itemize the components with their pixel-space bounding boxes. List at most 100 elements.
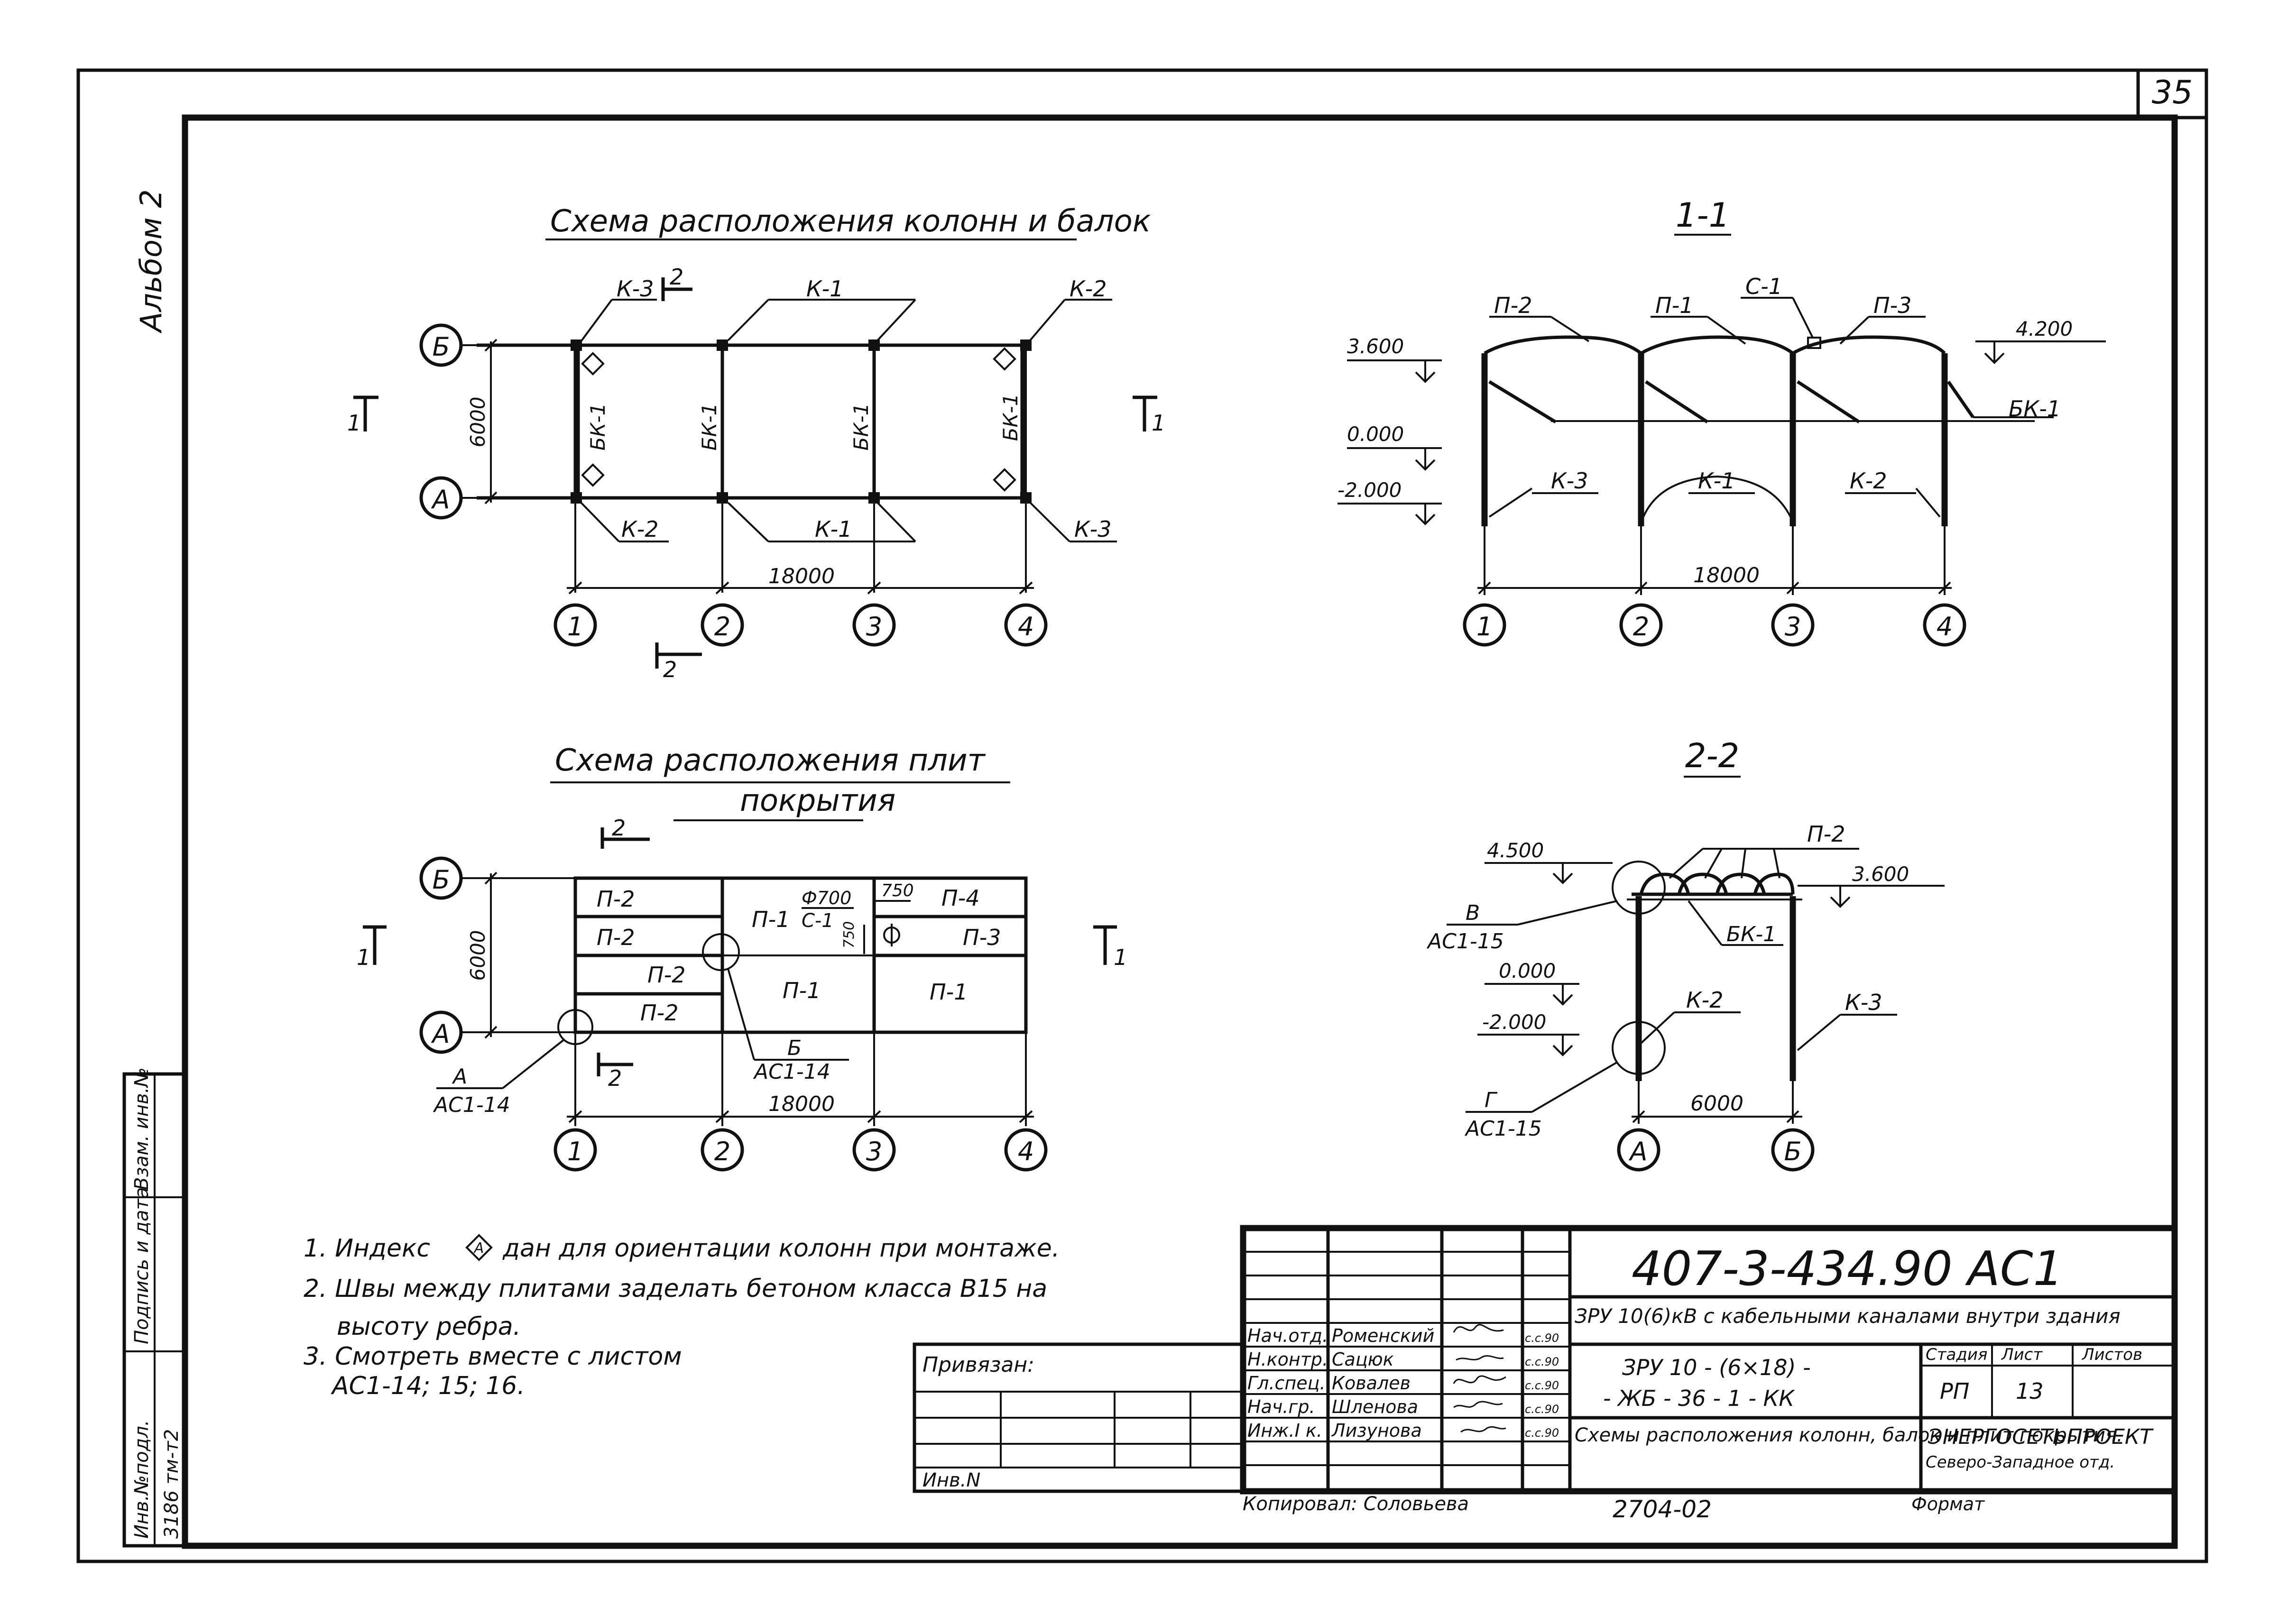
tb-staff-role-4: Нач.гр. <box>1247 1396 1315 1417</box>
plan-slabs-axis-1: 1 <box>567 1137 583 1166</box>
plan-columns-title: Схема расположения колонн и балок <box>550 204 1151 239</box>
sheet-number: 35 <box>2152 74 2193 111</box>
s22-elev-4500: 4.500 <box>1487 839 1544 862</box>
note-3a: 3. Смотреть вместе с листом <box>304 1342 682 1371</box>
s22-node-g: Г <box>1485 1088 1498 1112</box>
plan-beam-1: БК-1 <box>586 403 609 451</box>
plan-slabs-dim-width: 18000 <box>768 1092 835 1116</box>
svg-text:1: 1 <box>1152 410 1165 436</box>
svg-text:2: 2 <box>670 264 683 290</box>
index-marks <box>581 347 1016 492</box>
node-a-ref: АС1-14 <box>433 1093 510 1117</box>
s11-label-k2: К-2 <box>1850 468 1887 494</box>
plan-label-k3-bottom: К-3 <box>1074 516 1112 542</box>
s22-node-g-ref: АС1-15 <box>1464 1117 1542 1141</box>
slab-cut-1-left: 1 <box>357 925 387 970</box>
s11-axis-4: 4 <box>1937 612 1953 642</box>
s11-axis-2: 2 <box>1633 612 1649 642</box>
tb-inv-n: Инв.N <box>922 1469 980 1491</box>
tb-staff-date-3: с.с.90 <box>1525 1379 1559 1392</box>
plan-columns-axis-b: Б <box>432 332 450 362</box>
slab-p1-1: П-1 <box>752 907 790 932</box>
tb-variant-2: - ЖБ - 36 - 1 - КК <box>1603 1385 1795 1411</box>
tb-staff-name-5: Лизунова <box>1331 1420 1422 1441</box>
svg-text:1: 1 <box>357 945 370 970</box>
s11-label-p2: П-2 <box>1494 293 1532 318</box>
section-1-1-title: 1-1 <box>1676 196 1730 235</box>
tb-sheets-label: Листов <box>2081 1345 2142 1364</box>
plan-label-k3-top: К-3 <box>617 276 654 302</box>
tb-order: 2704-02 <box>1613 1496 1712 1523</box>
slab-offset-dim-v: 750 <box>841 921 858 948</box>
tb-staff-role-5: Инж.I к. <box>1247 1420 1322 1441</box>
s11-axis-1: 1 <box>1476 612 1493 642</box>
plan-columns-axis-2: 2 <box>714 612 730 642</box>
title-block: Привязан: Инв.N 407-3-434.90 АС1 ЗРУ 10(… <box>913 1225 2178 1523</box>
plan-slabs-title-2: покрытия <box>740 783 895 818</box>
section-2-2-title: 2-2 <box>1685 736 1739 775</box>
slab-cut-2-top: 2 <box>600 815 650 849</box>
tb-variant-1: ЗРУ 10 - (6×18) - <box>1622 1355 1811 1380</box>
s11-dim-width: 18000 <box>1693 563 1760 587</box>
tb-sheet: 13 <box>2016 1378 2044 1404</box>
s11-label-k3: К-3 <box>1551 468 1588 494</box>
plan-columns-dim-width: 18000 <box>768 564 835 588</box>
cut-mark-2-bottom: 2 <box>655 642 702 682</box>
tb-staff-name-3: Ковалев <box>1332 1373 1411 1394</box>
stamp-inv: Инв.№подл. <box>131 1420 153 1539</box>
s11-label-p3: П-3 <box>1873 293 1911 318</box>
plan-label-k2-top: К-2 <box>1070 276 1107 302</box>
plan-columns-beams: Схема расположения колонн и балок <box>347 204 1165 682</box>
stamp-swap: Взам. инв.№ <box>131 1067 153 1190</box>
cut-mark-2-top: 2 <box>661 264 692 301</box>
node-b: Б <box>787 1036 802 1060</box>
tb-staff-name-2: Сацюк <box>1332 1349 1394 1370</box>
notes: 1. Индекс А дан для ориентации колонн пр… <box>304 1234 1060 1400</box>
plan-slabs-axis-b: Б <box>432 865 450 895</box>
plan-columns-axis-3: 3 <box>866 612 882 642</box>
signatures <box>1453 1324 1506 1433</box>
plan-slabs-axis-2: 2 <box>714 1137 730 1166</box>
section-2-2: 2-2 В АС1-15 Г АС1-15 4.500 3.600 <box>1426 736 1945 1172</box>
left-stamp: Взам. инв.№ Подпись и дата Инв.№подл. 31… <box>122 1067 187 1548</box>
plan-columns-dim-height: 6000 <box>466 397 489 448</box>
note-2b: высоту ребра. <box>337 1312 521 1341</box>
stamp-sign: Подпись и дата <box>131 1187 153 1344</box>
plan-label-k1-top: К-1 <box>806 276 844 302</box>
s11-label-c1: С-1 <box>1745 274 1782 299</box>
note-1b: дан для ориентации колонн при монтаже. <box>502 1234 1060 1263</box>
plan-slabs-dim-height: 6000 <box>466 930 489 981</box>
slab-p2-2: П-2 <box>597 925 635 950</box>
s22-label-k3: К-3 <box>1845 990 1882 1015</box>
plan-columns-axis-4: 4 <box>1018 612 1034 642</box>
slab-p1-3: П-1 <box>930 979 968 1005</box>
tb-project: ЗРУ 10(6)кВ с кабельными каналами внутри… <box>1575 1304 2121 1328</box>
note-3b: АС1-14; 15; 16. <box>331 1372 525 1400</box>
svg-text:1: 1 <box>347 410 361 436</box>
plan-beam-2: БК-1 <box>698 403 721 451</box>
slab-p3: П-3 <box>963 925 1001 950</box>
plan-beam-3: БК-1 <box>849 403 873 451</box>
slab-p1-2: П-1 <box>783 978 821 1003</box>
s22-node-v: В <box>1466 901 1480 925</box>
stamp-inv-value: 3186 тм-т2 <box>161 1429 183 1539</box>
slab-p2-3: П-2 <box>647 962 685 988</box>
cut-mark-1-right: 1 <box>1133 395 1165 436</box>
inner-frame <box>182 114 2178 1549</box>
s22-node-v-ref: АС1-15 <box>1426 929 1504 954</box>
s11-elev-4200: 4.200 <box>2016 317 2073 340</box>
sheet-number-box <box>2136 68 2208 119</box>
plan-label-k2-bottom: К-2 <box>621 516 659 542</box>
slab-p2-4: П-2 <box>640 1000 678 1026</box>
tb-staff-date-2: с.с.90 <box>1525 1355 1559 1368</box>
s11-elev-0: 0.000 <box>1347 422 1404 446</box>
plan-slabs-title-1: Схема расположения плит <box>555 743 986 778</box>
tb-sheet-label: Лист <box>2001 1345 2043 1364</box>
s11-elev-3600: 3.600 <box>1347 335 1404 358</box>
slab-hole-dim: Ф700 <box>802 888 851 908</box>
plan-beam-4: БК-1 <box>999 394 1022 441</box>
s11-label-k1: К-1 <box>1698 468 1735 494</box>
s22-label-p2: П-2 <box>1807 821 1845 847</box>
plan-columns-axis-a: А <box>431 485 450 514</box>
plan-columns-axis-1: 1 <box>567 612 583 642</box>
